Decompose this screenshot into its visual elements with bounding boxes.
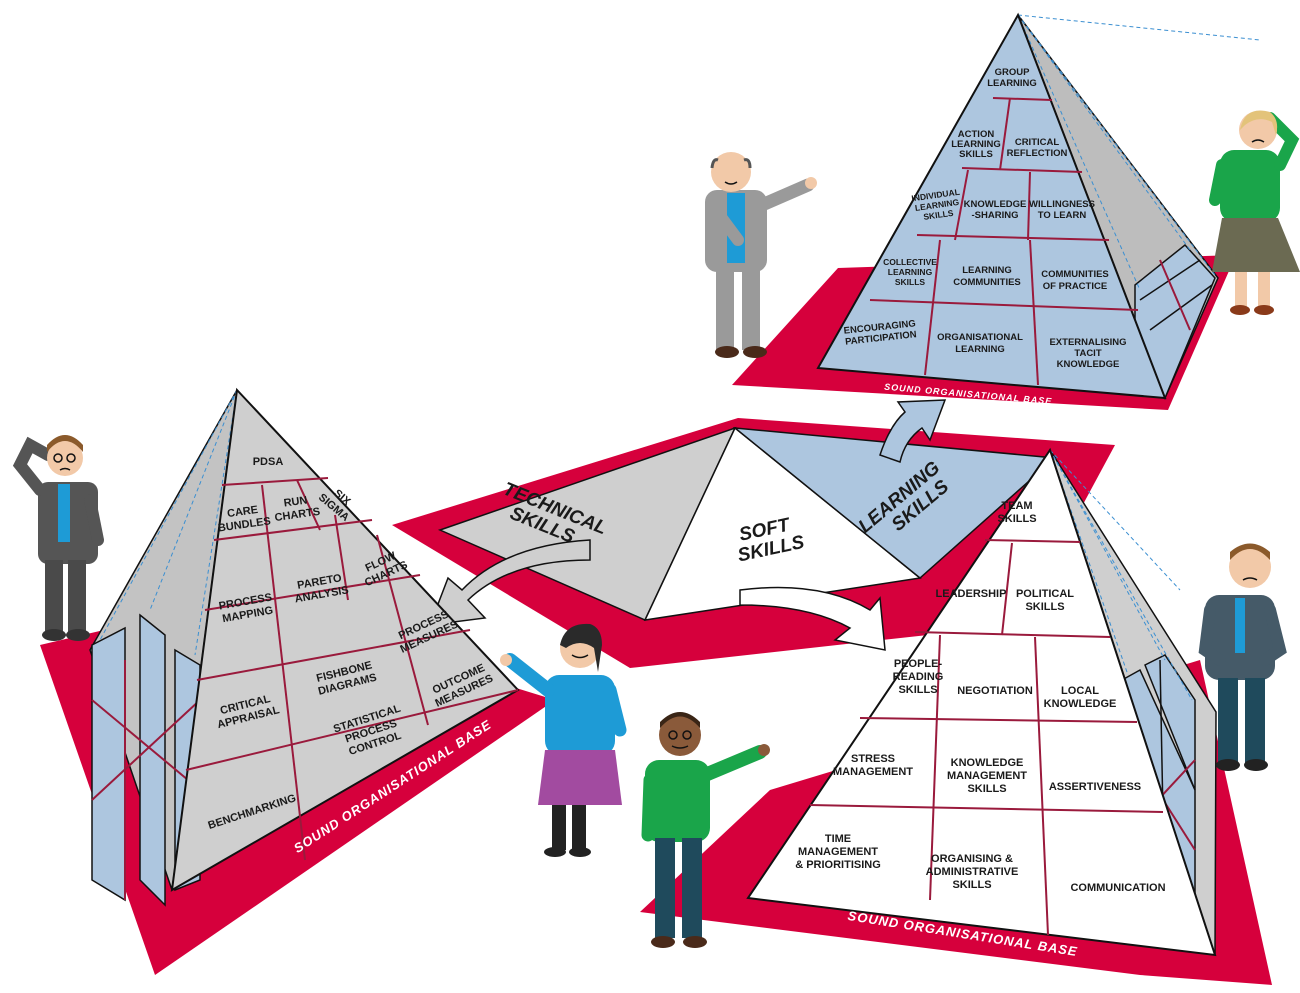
communication-label: COMMUNICATION <box>1070 882 1165 894</box>
individual-learning-skills-label: INDIVIDUALLEARNINGSKILLS <box>911 187 963 223</box>
person-woman-thinking <box>1209 110 1300 315</box>
person-woman-pointing <box>500 623 627 857</box>
person-man-dark-suit <box>1198 543 1287 771</box>
knowledge-sharing-label: KNOWLEDGE-SHARING <box>964 199 1027 221</box>
leadership-label: LEADERSHIP <box>936 588 1007 600</box>
person-man-green <box>641 712 770 948</box>
arrow-to-learning <box>879 399 947 463</box>
person-bald-suit <box>705 152 817 358</box>
arrow-to-technical <box>428 539 591 626</box>
soft-front-face <box>746 447 1217 957</box>
center-base: TECHNICAL SKILLS SOFT SKILLS LEARNING SK… <box>392 418 1115 668</box>
assertiveness-label: ASSERTIVENESS <box>1049 781 1141 793</box>
negotiation-label: NEGOTIATION <box>957 685 1033 697</box>
person-left-suit <box>12 435 104 641</box>
arrow-to-soft <box>739 586 886 651</box>
pdsa-label: PDSA <box>253 456 284 468</box>
technical-pyramid: PDSA CAREBUNDLES RUNCHARTS SIXSIGMA PROC… <box>40 387 555 975</box>
